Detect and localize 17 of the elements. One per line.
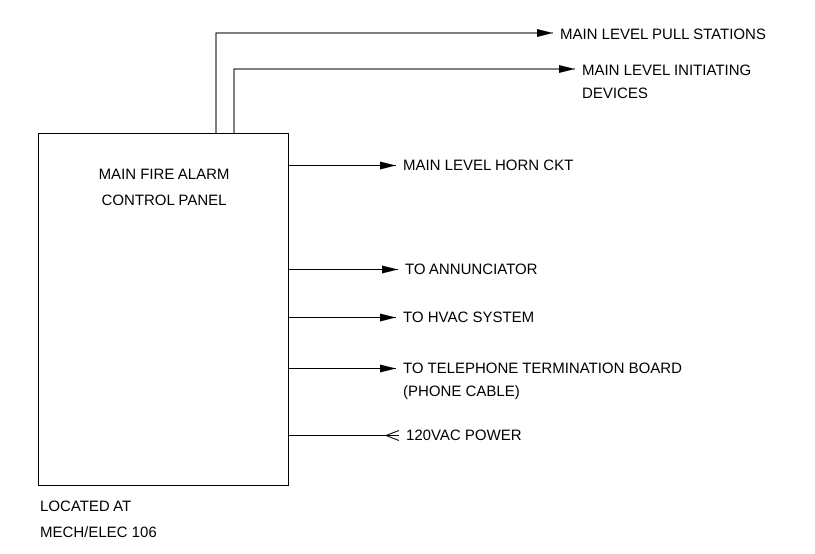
signal-arrow <box>288 162 396 170</box>
control-panel-box <box>38 133 289 486</box>
signal-arrow <box>234 65 576 134</box>
destination-label: TO TELEPHONE TERMINATION BOARD (PHONE CABLE) <box>403 359 683 402</box>
destination-label: MAIN LEVEL PULL STATIONS <box>560 25 766 45</box>
location-note: LOCATED AT MECH/ELEC 106 <box>40 497 158 543</box>
destination-label: TO ANNUNCIATOR <box>405 260 538 280</box>
power-feed-line <box>288 430 400 441</box>
destination-label: MAIN LEVEL HORN CKT <box>403 156 574 176</box>
signal-arrow <box>216 29 554 134</box>
destination-label: 120VAC POWER <box>406 426 522 446</box>
destination-label: MAIN LEVEL INITIATING DEVICES <box>582 61 752 104</box>
signal-arrow <box>288 314 396 322</box>
destination-label: TO HVAC SYSTEM <box>403 308 534 328</box>
signal-arrow <box>288 266 398 274</box>
panel-label: MAIN FIRE ALARM CONTROL PANEL <box>98 165 230 211</box>
signal-arrow <box>288 364 396 372</box>
